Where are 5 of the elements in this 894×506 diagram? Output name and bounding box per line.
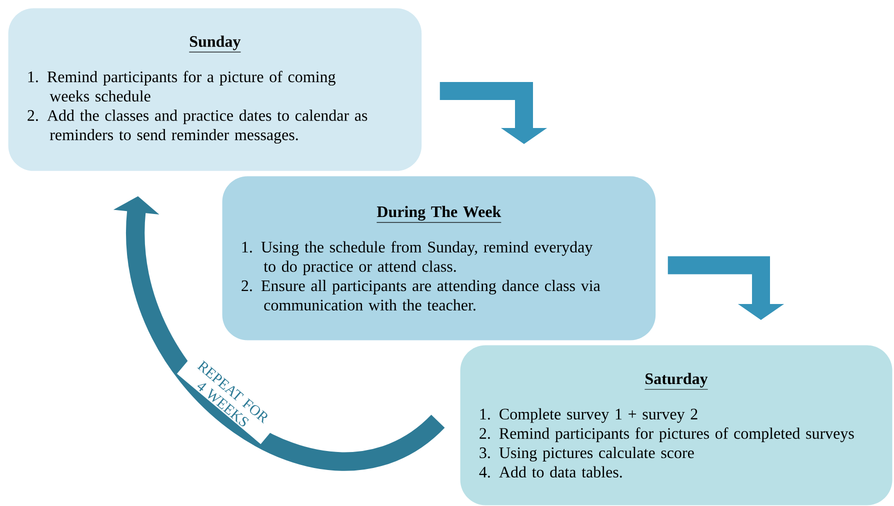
- step-box: Saturday 1. Complete survey 1 + survey 2 2. Remind participants for pictures of completed surveys 3. Using pictures calculate score 4. Add to data tables.: [460, 345, 892, 506]
- arrow: [668, 256, 784, 320]
- step-box: During The Week 1. Using the schedule from Sunday, remind everyday to do practice or attend class. 2. Ensure all participants are attending dance class via communication with the teacher.: [222, 176, 656, 340]
- arrow: [440, 82, 548, 144]
- step-box: Sunday 1. Remind participants for a picture of coming weeks schedule 2. Add the classes and practice dates to calendar as reminders to send reminder messages.: [8, 8, 422, 171]
